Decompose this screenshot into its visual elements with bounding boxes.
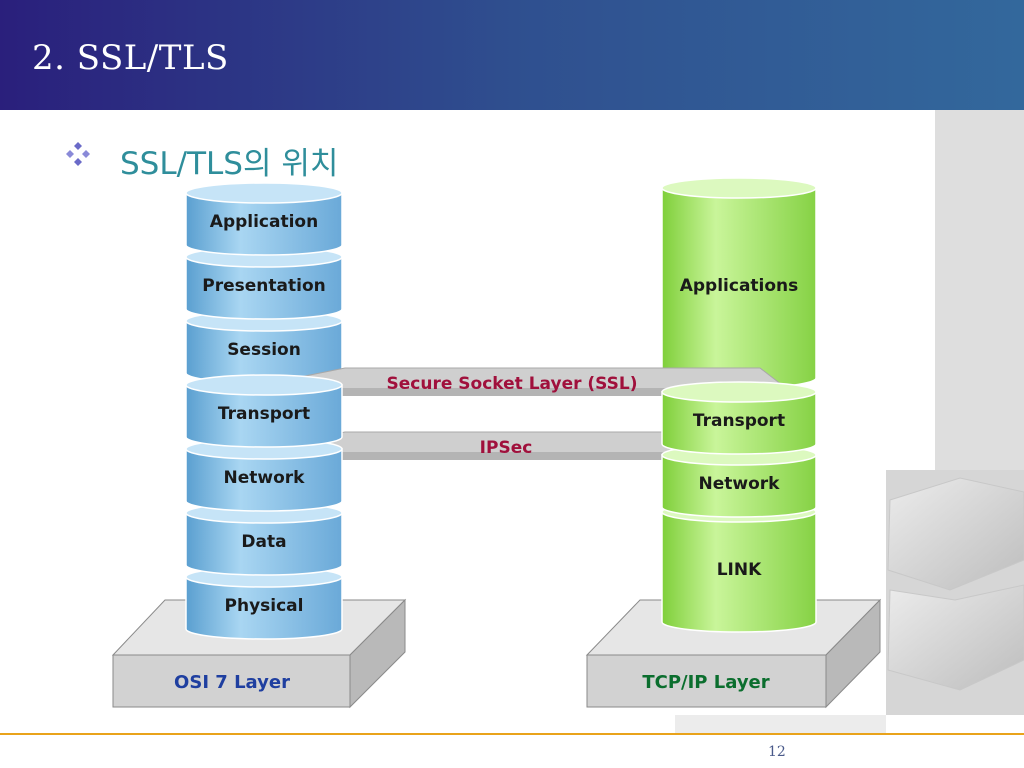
tcpip-base-label: TCP/IP Layer [642, 672, 769, 693]
osi-layer-label-session: Session [227, 340, 301, 360]
osi-layer-application: Application [185, 182, 343, 256]
osi-layer-label-physical: Physical [225, 596, 304, 616]
osi-layer-data: Data [185, 502, 343, 576]
osi-layer-label-transport: Transport [218, 404, 310, 424]
diamond-bullet-icon [66, 142, 90, 166]
osi-layer-physical: Physical [185, 566, 343, 640]
osi-layer-session: Session [185, 310, 343, 384]
footer-divider [0, 733, 1024, 735]
title-bar: 2. SSL/TLS [0, 0, 1024, 110]
bullet-heading: SSL/TLS의 위치 [120, 146, 339, 182]
osi-layer-network: Network [185, 438, 343, 512]
tcpip-layer-label-transport: Transport [693, 411, 785, 431]
tcpip-layer-transport: Transport [661, 381, 817, 455]
keyboard-photo-decoration [675, 470, 1024, 733]
osi-layer-label-network: Network [224, 468, 306, 488]
tcpip-front-layers: LINK Network Transport [661, 381, 817, 633]
tcpip-layer-stack: Applications [661, 177, 817, 389]
ssl-bridge: Secure Socket Layer (SSL) [209, 367, 797, 396]
tcpip-layer-network: Network [661, 444, 817, 518]
osi-layer-presentation: Presentation [185, 246, 343, 320]
decorative-side-panel [935, 110, 1024, 470]
osi-base-label: OSI 7 Layer [174, 672, 290, 693]
slide-title: 2. SSL/TLS [32, 38, 229, 78]
osi-layer-label-application: Application [210, 212, 318, 232]
tcpip-layer-applications: Applications [661, 177, 817, 389]
tcpip-layer-label-network: Network [699, 474, 781, 494]
osi-layer-stack: Session Presentation Application [185, 182, 343, 384]
osi-layer-label-presentation: Presentation [202, 276, 325, 296]
ssl-label: Secure Socket Layer (SSL) [387, 374, 638, 394]
tcpip-layer-link: LINK [661, 501, 817, 633]
ipsec-bridge: IPSec [209, 431, 797, 460]
page-number: 12 [768, 744, 786, 760]
tcpip-layer-label-link: LINK [717, 560, 762, 580]
ipsec-label: IPSec [480, 438, 533, 458]
osi-layer-transport: Transport [185, 374, 343, 448]
osi-front-layers: Physical Data Network Transport [185, 374, 343, 640]
tcpip-layer-label-applications: Applications [680, 276, 799, 296]
osi-layer-label-data: Data [241, 532, 286, 552]
